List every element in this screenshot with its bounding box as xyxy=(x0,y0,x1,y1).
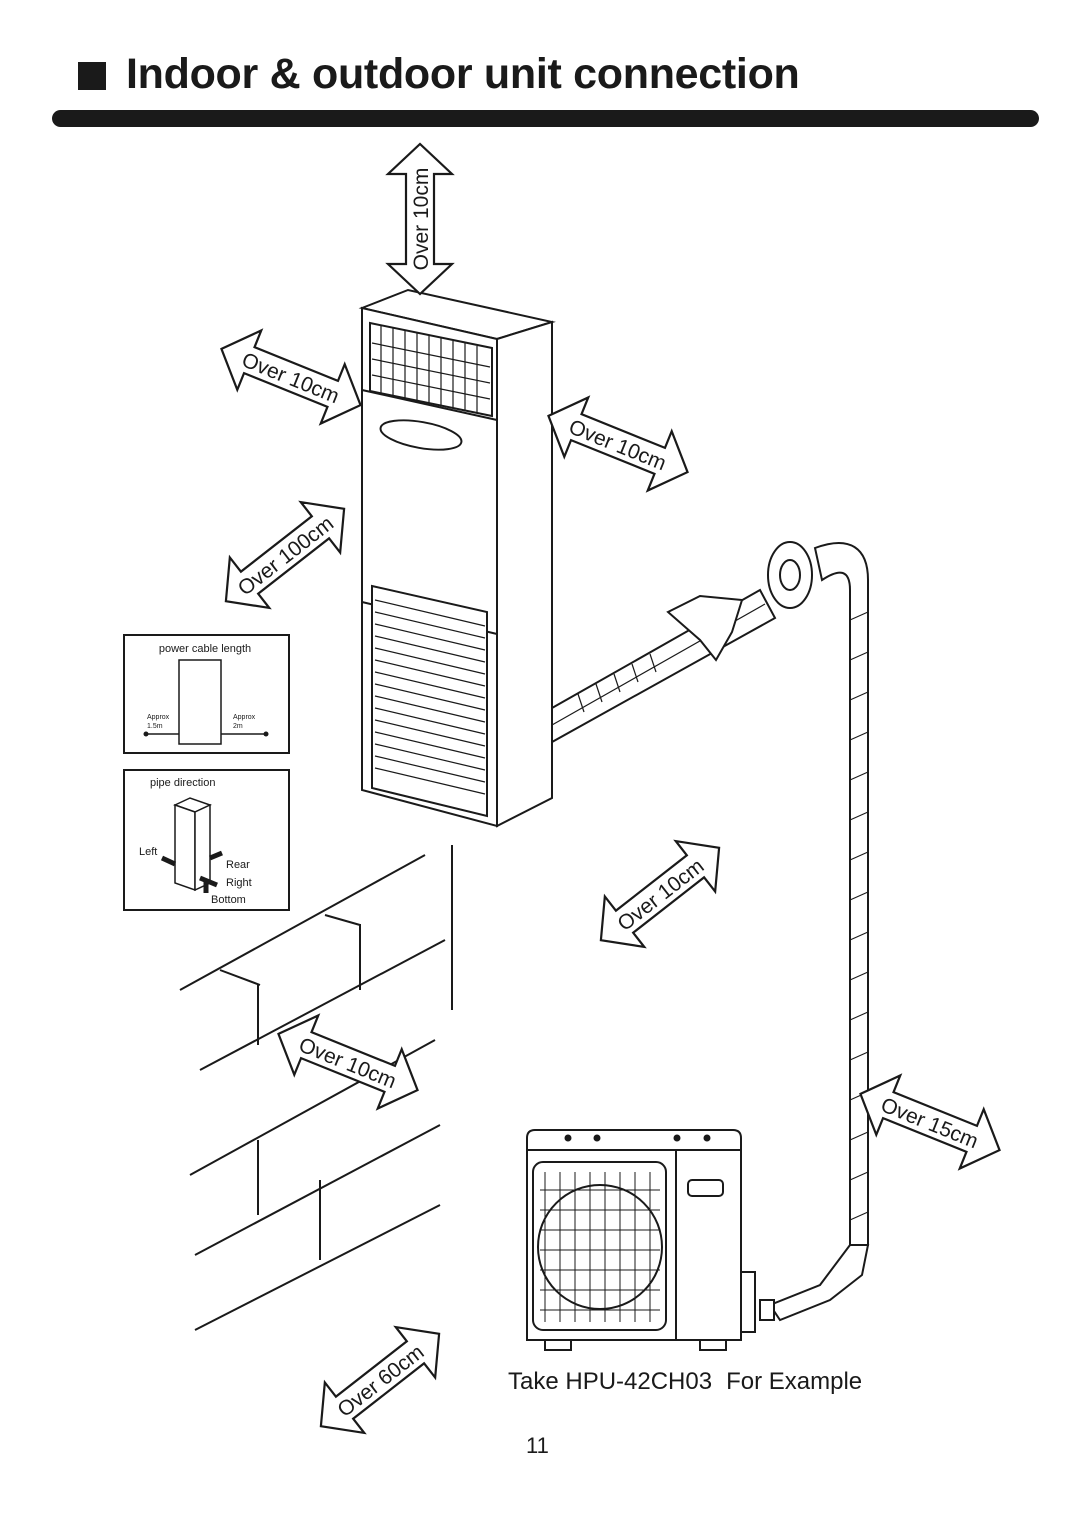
pipe-direction-left: Left xyxy=(139,846,157,858)
power-cable-left-length: 1.5m xyxy=(147,723,163,730)
indoor-unit xyxy=(358,288,556,828)
page-title: Indoor & outdoor unit connection xyxy=(126,50,800,98)
power-cable-right-length: 2m xyxy=(233,723,243,730)
clearance-outdoor-far-label: Over 60cm xyxy=(333,1341,428,1422)
pipe-direction-bottom: Bottom xyxy=(211,894,246,906)
clearance-arrow-top: Over 10cm xyxy=(386,142,454,296)
clearance-arrow-outdoor-far: Over 60cm xyxy=(300,1307,460,1453)
title-bullet-square xyxy=(78,62,106,90)
clearance-arrow-outdoor-front: Over 10cm xyxy=(580,821,740,967)
inset-pipe-direction: pipe direction Left Rear Right Bottom xyxy=(123,769,290,911)
clearance-arrow-front: Over 100cm xyxy=(205,482,365,628)
power-cable-right-approx: Approx xyxy=(233,714,256,721)
clearance-arrow-outdoor-side: Over 15cm xyxy=(847,1063,1013,1181)
title-underline-bar xyxy=(52,110,1039,127)
clearance-arrow-left: Over 10cm xyxy=(208,318,374,436)
clearance-outdoor-front-label: Over 10cm xyxy=(613,855,708,936)
power-cable-left-approx: Approx xyxy=(147,714,170,721)
pipe-direction-right: Right xyxy=(226,877,252,889)
clearance-front-label: Over 100cm xyxy=(234,512,338,601)
pipe-direction-title: pipe direction xyxy=(150,777,215,789)
pipe-direction-rear: Rear xyxy=(226,859,250,871)
clearance-top-label: Over 10cm xyxy=(410,168,433,271)
page-number: 11 xyxy=(526,1433,549,1458)
refrigerant-pipe xyxy=(551,541,870,1322)
outdoor-unit xyxy=(526,1129,756,1351)
power-cable-title: power cable length xyxy=(159,643,251,655)
caption-model: Take HPU-42CH03 xyxy=(508,1368,713,1395)
caption-suffix: For Example xyxy=(726,1368,863,1395)
figure-caption: Take HPU-42CH03 For Example xyxy=(508,1368,862,1396)
inset-power-cable: power cable length Approx 1.5m Approx 2m xyxy=(123,634,290,754)
brick-wall xyxy=(179,845,453,1331)
clearance-arrow-right: Over 10cm xyxy=(535,385,701,503)
page-header: Indoor & outdoor unit connection xyxy=(0,0,1080,140)
